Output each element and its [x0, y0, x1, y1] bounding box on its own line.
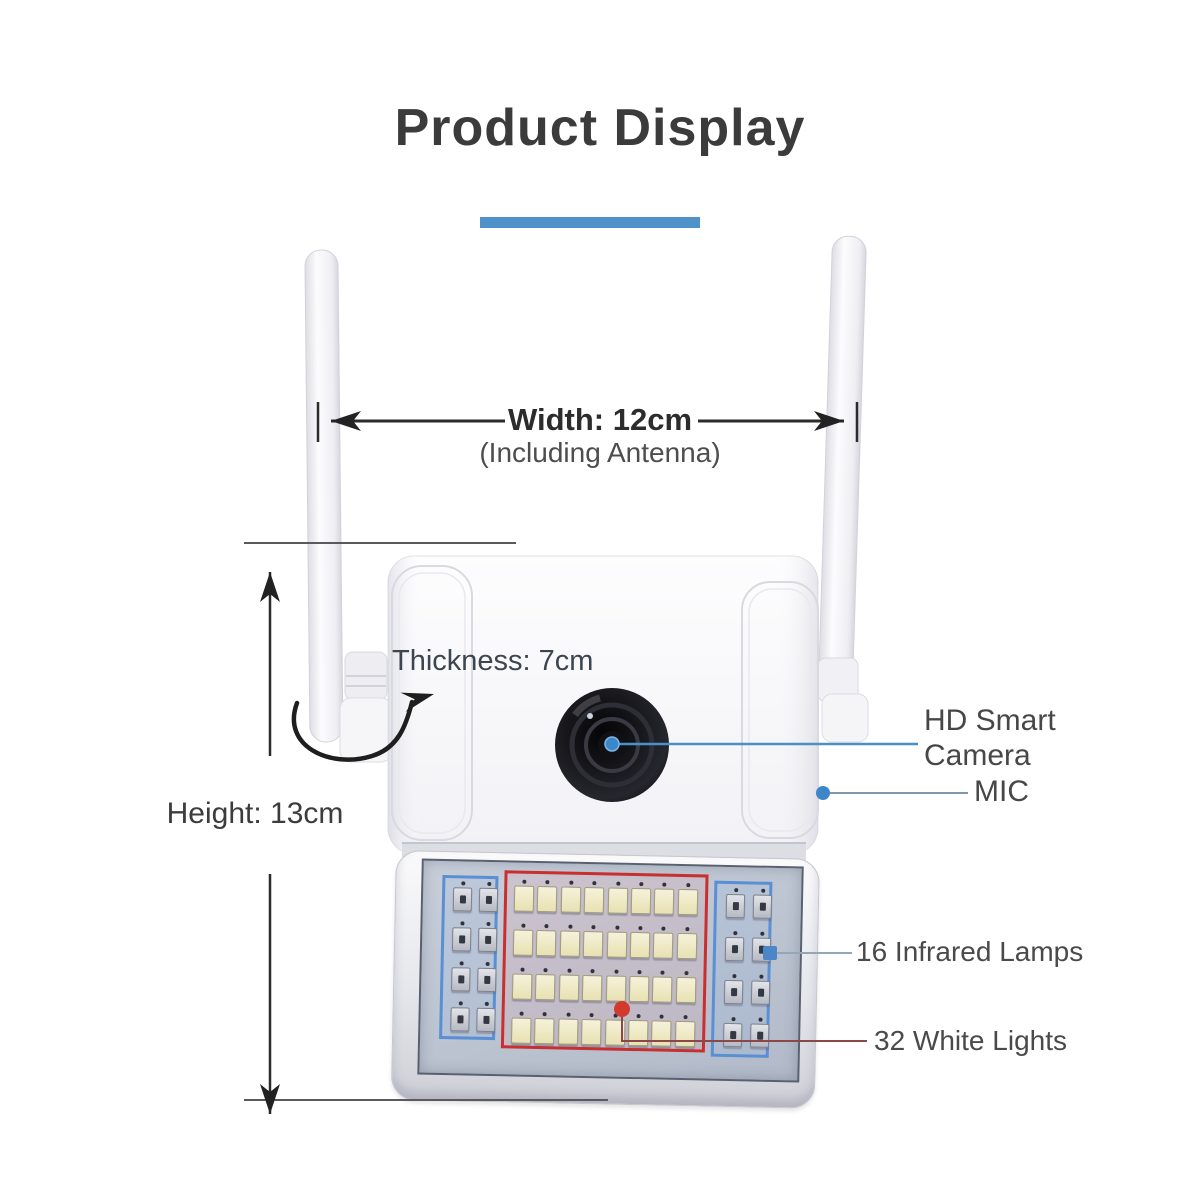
infrared-leader [763, 946, 852, 960]
thickness-arrow [291, 692, 434, 762]
camera-callout-line2: Camera [924, 739, 1031, 772]
lens-highlight [587, 713, 593, 719]
width-dimension-subtext: (Including Antenna) [479, 437, 721, 468]
width-dimension [316, 402, 859, 442]
antenna-mount-right [817, 657, 869, 743]
camera-callout-label: HD Smart Camera [924, 703, 1056, 773]
mic-callout-label: MIC [974, 775, 1029, 808]
page-title: Product Display [394, 99, 806, 157]
width-dimension-label: Width: 12cm [507, 402, 693, 437]
mic-leader [816, 786, 968, 800]
white-lights-leader [614, 1001, 867, 1042]
camera-leader [604, 736, 918, 752]
infrared-callout-label: 16 Infrared Lamps [856, 936, 1084, 967]
title-accent-bar [480, 217, 700, 228]
thickness-dimension-label: Thickness: 7cm [392, 645, 594, 677]
height-dimension [244, 542, 608, 1114]
height-dimension-label: Height: 13cm [166, 797, 344, 830]
antenna-left [304, 249, 344, 743]
white-lights-callout-label: 32 White Lights [874, 1025, 1067, 1056]
camera-callout-line1: HD Smart [924, 704, 1056, 737]
